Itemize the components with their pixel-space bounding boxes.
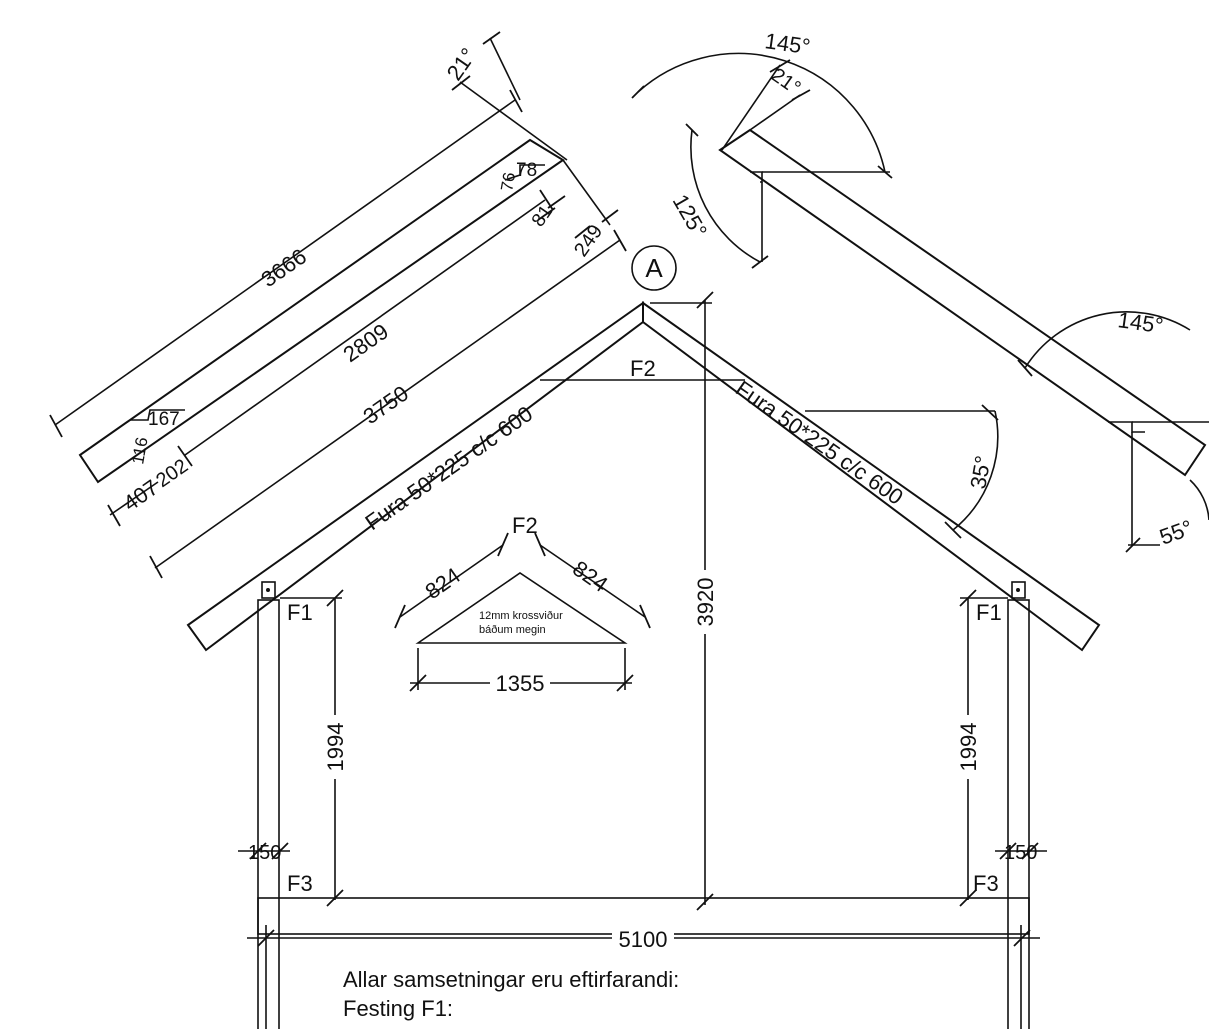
dim-145-right: 145° [1116,307,1165,338]
dim-167: 167 [148,409,180,430]
gusset-note-2: báðum megin [479,624,546,636]
dim-3920: 3920 [693,578,718,627]
left-wall [257,581,280,1029]
dim-76: 76 [497,171,519,193]
connector-f2-top: F2 [630,356,656,381]
dim-1355: 1355 [496,671,545,696]
assembly-notes: Allar samsetningar eru eftirfarandi: Fes… [343,965,1043,1023]
dim-78: 78 [516,160,537,181]
connector-f1-left: F1 [287,600,313,625]
dim-21-left: 21° [442,43,482,85]
rafter-cut-detail [49,31,627,579]
right-wall [1007,581,1030,1029]
angle-detail-top [631,52,1207,477]
dim-150-left: 150 [248,842,281,864]
left-rafter-label: Fura 50*225 c/c 600 [361,401,538,535]
labels: A Fura 50*225 c/c 600 Fura 50*225 c/c 60… [119,28,1196,952]
dim-81: 81 [528,202,557,231]
dim-1994-left: 1994 [323,723,348,772]
dim-150-right: 150 [1004,842,1037,864]
dim-1994-right: 1994 [956,723,981,772]
section-marker-circle [631,245,677,291]
right-rafter-label: Fura 50*225 c/c 600 [731,376,908,510]
connector-f3-right: F3 [973,871,999,896]
notes-line-1: Allar samsetningar eru eftirfarandi: [343,967,680,992]
connector-f2-gusset: F2 [512,513,538,538]
main-dimensions [238,291,1047,1029]
dim-3750: 3750 [359,381,413,430]
dim-202: 202 [152,455,192,492]
angle-detail-right [1017,311,1209,553]
dim-125: 125° [668,190,712,242]
connector-f3-left: F3 [287,871,313,896]
dim-2809: 2809 [339,319,393,368]
notes-line-2: Festing F1: [343,996,454,1021]
gusset-note-1: 12mm krossviður [479,610,563,622]
connector-f1-right: F1 [976,600,1002,625]
dim-116: 116 [128,436,151,466]
gusset-plate [415,572,628,644]
main-truss [186,301,1101,1029]
section-marker-label: A [645,253,663,283]
dim-145-top: 145° [763,28,812,59]
dim-5100: 5100 [619,927,668,952]
dim-249: 249 [570,221,607,261]
dim-35: 35° [965,454,995,491]
dim-55: 55° [1156,515,1196,550]
